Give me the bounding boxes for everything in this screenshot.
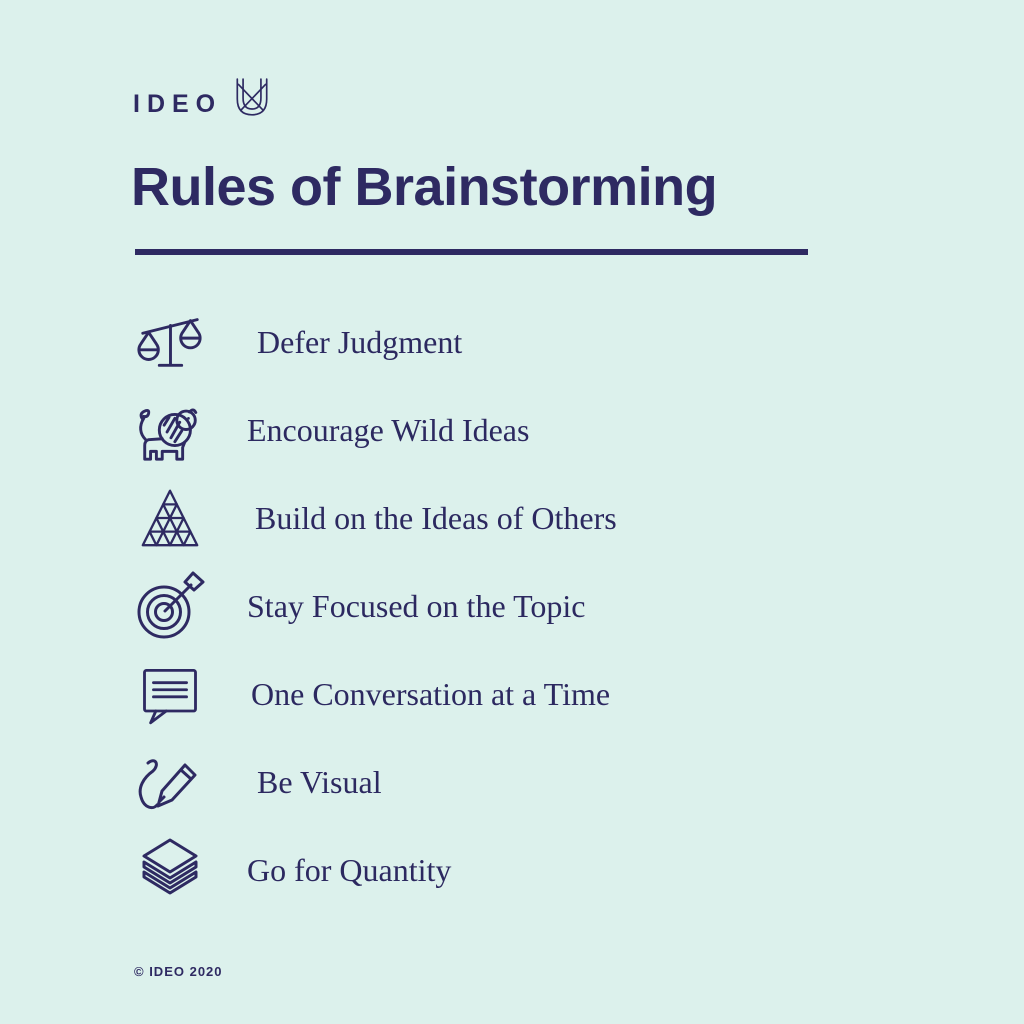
lion-icon [131, 394, 209, 466]
rule-label: Be Visual [257, 763, 382, 800]
rule-row-one-conversation: One Conversation at a Time [131, 658, 617, 730]
rule-label: Encourage Wild Ideas [247, 411, 530, 448]
pencil-icon [131, 746, 209, 818]
speech-bubble-icon [131, 658, 209, 730]
rule-row-encourage-wild-ideas: Encourage Wild Ideas [131, 394, 617, 466]
rule-row-stay-focused: Stay Focused on the Topic [131, 570, 617, 642]
layers-icon [131, 834, 209, 906]
rules-list: Defer Judgment Encourage Wild [131, 306, 617, 922]
rule-row-go-for-quantity: Go for Quantity [131, 834, 617, 906]
rule-row-build-on-ideas: Build on the Ideas of Others [131, 482, 617, 554]
rule-label: Build on the Ideas of Others [255, 499, 617, 536]
page-title: Rules of Brainstorming [131, 157, 718, 217]
rule-label: Defer Judgment [257, 323, 463, 360]
rule-label: Go for Quantity [247, 851, 452, 888]
copyright-text: © IDEO 2020 [134, 964, 223, 979]
triangles-icon [131, 482, 209, 554]
scales-icon [131, 306, 209, 378]
ideo-wordmark: IDEO [133, 90, 223, 118]
rule-row-be-visual: Be Visual [131, 746, 617, 818]
target-arrow-icon [131, 570, 209, 642]
rule-label: Stay Focused on the Topic [247, 587, 586, 624]
ideo-u-mark-icon [234, 77, 270, 119]
title-divider [135, 249, 808, 255]
ideo-u-logo: IDEO [133, 76, 270, 119]
rule-row-defer-judgment: Defer Judgment [131, 306, 617, 378]
rule-label: One Conversation at a Time [251, 675, 611, 712]
